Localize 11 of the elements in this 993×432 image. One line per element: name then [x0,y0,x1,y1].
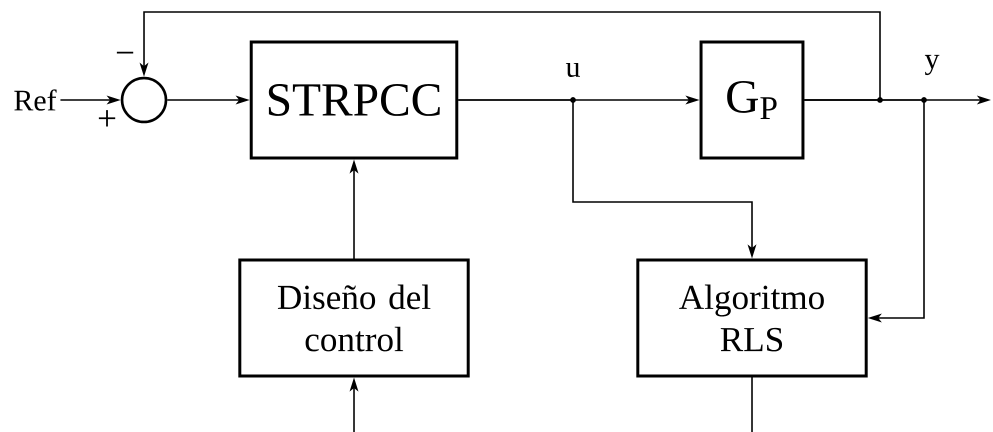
controller-block: STRPCC [250,40,458,160]
signal-label: u [566,62,580,77]
plant-block: G$_{P}$ [700,40,804,160]
signal-label: y [924,54,940,76]
arrow [804,99,925,322]
summing-junction [120,76,168,124]
sign-label: − [116,52,134,54]
input-label: Ref [14,89,57,111]
estimator-block: Algoritmo RLS [636,258,868,378]
sign-label: + [98,110,116,126]
design-block: Diseño del control [238,258,470,378]
